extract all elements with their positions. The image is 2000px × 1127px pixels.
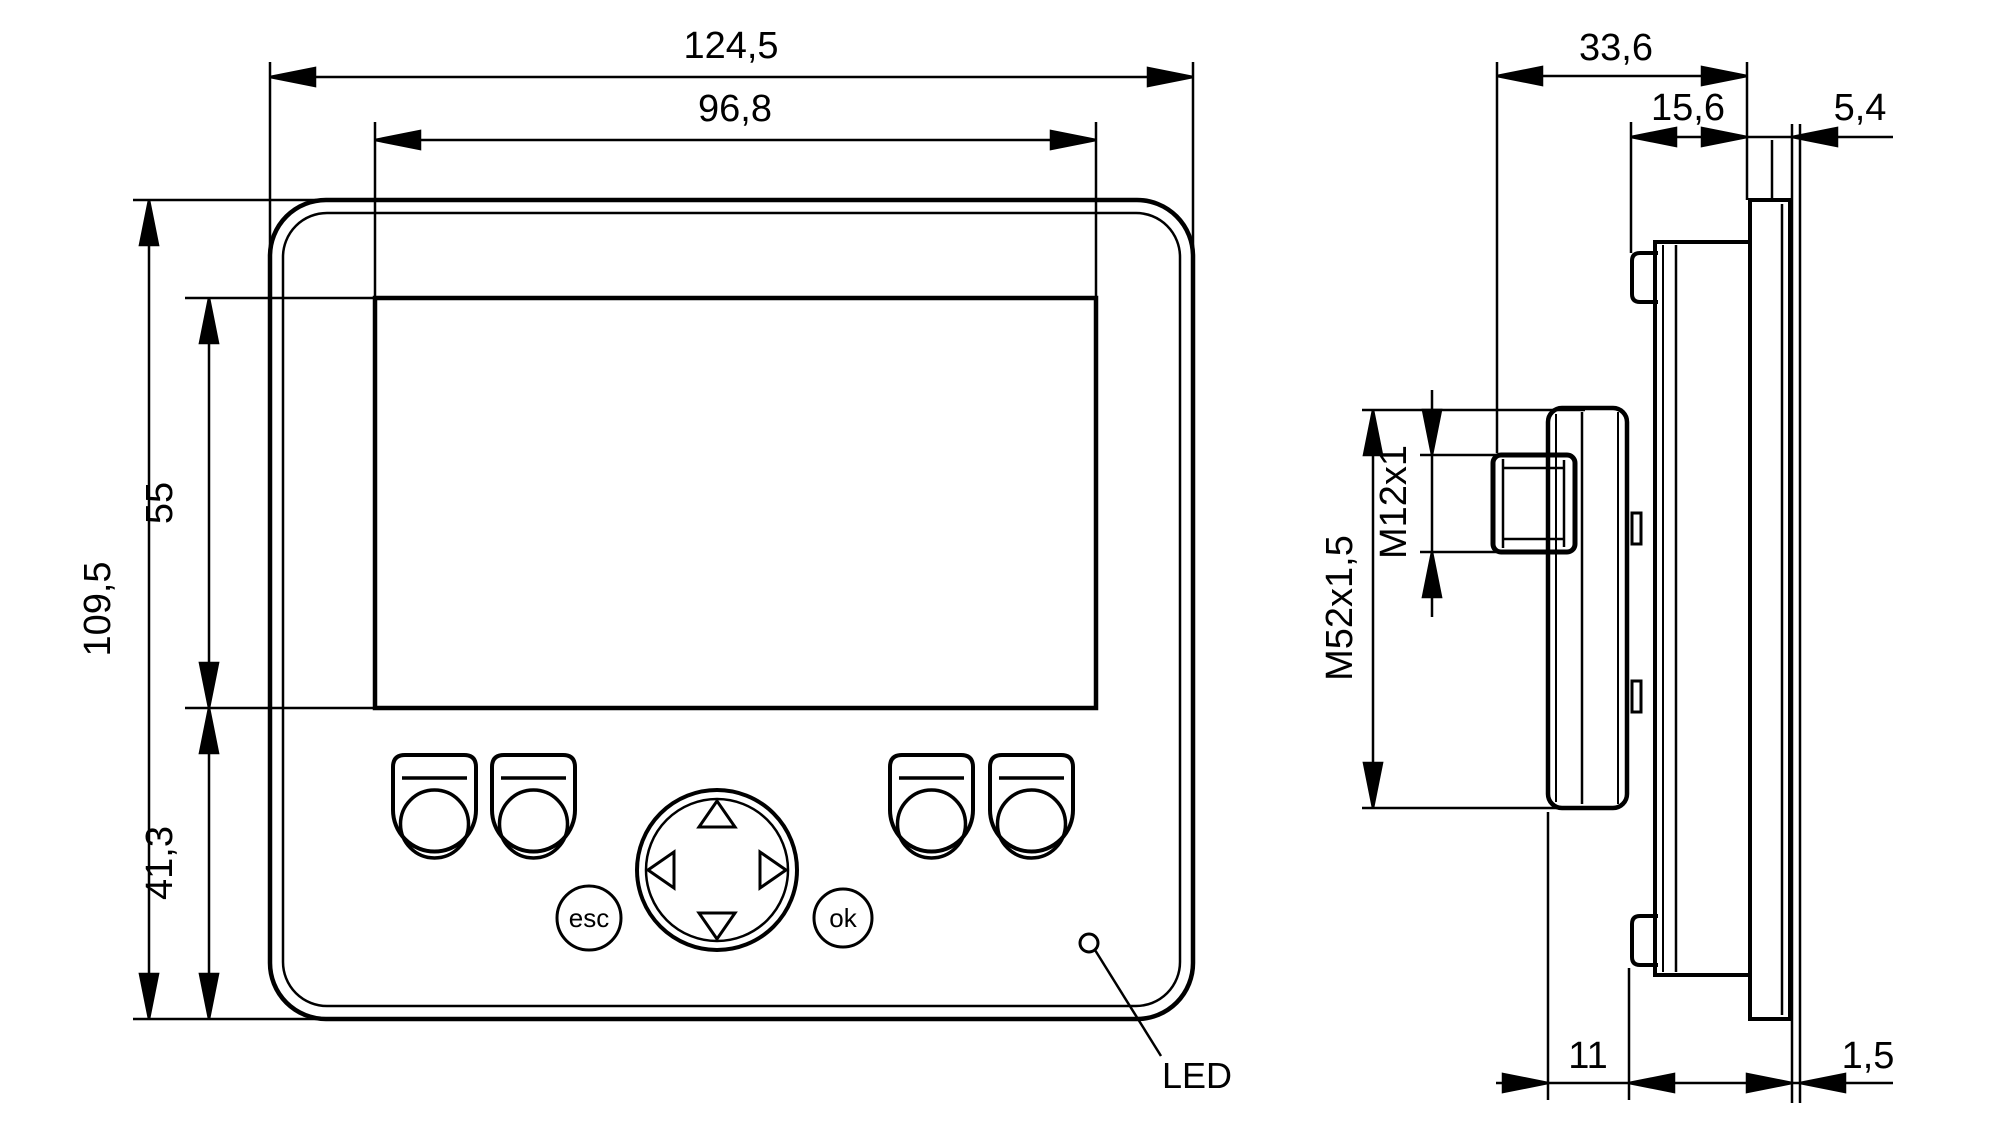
housing-body	[1653, 240, 1752, 977]
arrowhead	[374, 129, 422, 151]
arrowhead	[1421, 551, 1443, 599]
arrowhead	[1700, 126, 1748, 148]
ok-button	[812, 887, 874, 949]
softkey-2	[490, 753, 577, 860]
bezel-profile	[1748, 198, 1792, 1021]
arrowhead	[198, 707, 220, 755]
latch-nub	[1630, 511, 1643, 546]
led-leader-line	[1093, 949, 1163, 1057]
arrowhead	[138, 199, 160, 247]
arrowhead	[1791, 126, 1839, 148]
arrowhead	[1799, 1072, 1847, 1094]
snap-hook-top	[1630, 251, 1658, 304]
arrowhead	[269, 66, 317, 88]
dim-total-depth: 33,6	[1579, 27, 1653, 69]
arrowhead	[198, 972, 220, 1020]
connector-boss	[1545, 405, 1630, 811]
led-indicator	[1078, 932, 1100, 954]
arrowhead	[1630, 126, 1678, 148]
arrow-right-icon	[758, 849, 789, 891]
navigation-pad	[635, 788, 799, 952]
softkey-1	[391, 753, 478, 860]
device-outer-outline	[267, 197, 1196, 1022]
front-view	[267, 197, 1196, 1057]
dim-mounting-thread: M52x1,5	[1319, 535, 1361, 681]
arrowhead	[198, 661, 220, 709]
m12-connector	[1490, 452, 1578, 555]
arrow-up-icon	[696, 798, 738, 829]
ok-button-label: ok	[829, 903, 857, 933]
arrowhead	[198, 297, 220, 345]
esc-button	[555, 884, 623, 952]
side-view	[1490, 124, 1802, 1103]
arrowhead	[1745, 1072, 1793, 1094]
arrowhead	[1421, 408, 1443, 456]
latch-nub	[1630, 679, 1643, 714]
dim-rear-depth: 15,6	[1651, 87, 1725, 129]
dim-connector-boss-depth: 11	[1568, 1035, 1607, 1077]
arrowhead	[1628, 1072, 1676, 1094]
esc-button-label: esc	[569, 903, 609, 933]
softkey-3	[888, 753, 975, 860]
arrowhead	[1362, 409, 1384, 457]
arrow-left-icon	[645, 849, 676, 891]
arrowhead	[138, 972, 160, 1020]
arrowhead	[1146, 66, 1194, 88]
side-view-dimensions	[1362, 62, 1893, 1100]
led-label: LED	[1162, 1055, 1232, 1096]
arrow-down-icon	[696, 911, 738, 942]
display-screen	[372, 295, 1099, 711]
arrowhead	[1496, 65, 1544, 87]
dim-lower-section: 41,3	[139, 826, 181, 900]
dim-front-protrusion: 5,4	[1834, 87, 1887, 129]
front-view-dimensions	[133, 62, 1195, 1021]
arrowhead	[1049, 129, 1097, 151]
arrowhead	[1501, 1072, 1549, 1094]
dim-connector-thread: M12x1	[1373, 445, 1415, 559]
arrowhead	[1700, 65, 1748, 87]
softkey-4	[988, 753, 1075, 860]
dim-overall-height: 109,5	[77, 561, 119, 656]
dim-display-width: 96,8	[698, 88, 772, 130]
device-inner-outline	[281, 211, 1182, 1008]
dim-panel-thickness: 1,5	[1842, 1035, 1895, 1077]
snap-hook-bottom	[1630, 914, 1658, 967]
dim-overall-width: 124,5	[683, 25, 778, 67]
arrowhead	[1362, 761, 1384, 809]
dim-display-height: 55	[139, 482, 181, 524]
